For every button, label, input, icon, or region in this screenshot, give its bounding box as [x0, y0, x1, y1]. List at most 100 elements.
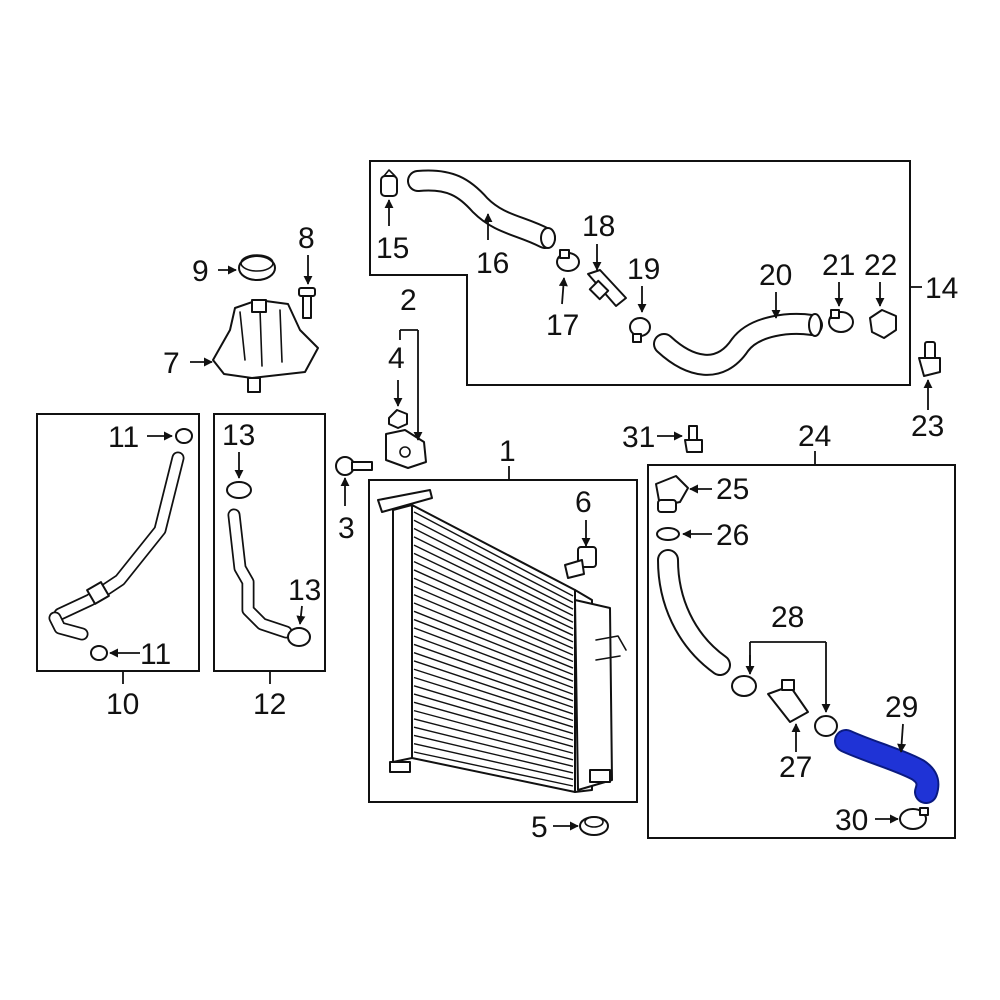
callout-10[interactable]: 10	[106, 688, 139, 721]
callout-24[interactable]: 24	[798, 420, 831, 453]
connector-27[interactable]	[767, 679, 809, 723]
bolt-3[interactable]	[335, 456, 373, 476]
clamp-30[interactable]	[899, 807, 929, 830]
callout-23[interactable]: 23	[911, 410, 944, 443]
upper-radiator-hose-16[interactable]	[407, 169, 556, 249]
callout-5[interactable]: 5	[531, 811, 548, 844]
radiator-hose-20[interactable]	[653, 313, 823, 376]
callout-9[interactable]: 9	[192, 255, 209, 288]
upper-hose-group-box	[369, 160, 911, 386]
radiator-fin-line	[413, 701, 574, 748]
nut-4[interactable]	[388, 409, 408, 429]
callout-16[interactable]: 16	[476, 247, 509, 280]
reservoir-tank-7[interactable]	[212, 299, 319, 393]
radiator-fin-line	[413, 743, 574, 781]
radiator-fin-line	[413, 643, 574, 702]
radiator-fin-line	[413, 536, 574, 617]
callout-29[interactable]: 29	[885, 691, 918, 724]
callout-31[interactable]: 31	[622, 421, 655, 454]
bolt-31[interactable]	[684, 425, 703, 453]
hose-assembly-10[interactable]	[48, 451, 185, 641]
clamp-28-right[interactable]	[814, 715, 838, 737]
callout-27[interactable]: 27	[779, 751, 812, 784]
radiator-fin-line	[413, 726, 574, 768]
radiator-fin-line	[413, 618, 574, 682]
clamp-28-left[interactable]	[731, 675, 757, 697]
radiator-core-fins	[413, 511, 574, 787]
radiator-fin-line	[413, 544, 574, 623]
callout-12[interactable]: 12	[253, 688, 286, 721]
clamp-11-top[interactable]	[175, 428, 193, 444]
radiator-fin-line	[413, 685, 574, 735]
bracket-2[interactable]	[385, 429, 427, 469]
callout-labels: 1 2 3 4 5 6 7 8 9 10 11 11 12 13 13 14 1…	[106, 210, 958, 844]
lower-hose-group-box	[647, 464, 956, 839]
radiator-fin-line	[413, 602, 574, 669]
thermostat-housing-25[interactable]	[655, 475, 689, 513]
callout-30[interactable]: 30	[835, 804, 868, 837]
radiator-fin-line	[413, 693, 574, 741]
callout-4[interactable]: 4	[388, 342, 405, 375]
radiator-fin-line	[413, 577, 574, 650]
radiator-fin-line	[413, 652, 574, 709]
radiator-fin-line	[413, 511, 574, 597]
clamp-26[interactable]	[656, 527, 680, 541]
radiator-fin-line	[413, 635, 574, 695]
radiator-fin-line	[413, 519, 574, 604]
callout-11-bottom[interactable]: 11	[140, 638, 171, 671]
radiator-fin-line	[413, 527, 574, 610]
bleeder-23[interactable]	[918, 341, 941, 377]
cap-9[interactable]	[238, 254, 276, 281]
radiator-1[interactable]	[377, 489, 627, 793]
callout-21[interactable]: 21	[822, 249, 855, 282]
hose-group-10-box	[36, 413, 200, 672]
callout-15[interactable]: 15	[376, 232, 409, 265]
radiator-fin-line	[413, 610, 574, 676]
radiator-fin-line	[413, 709, 574, 754]
clamp-11-bottom[interactable]	[90, 645, 108, 661]
bolt-8[interactable]	[298, 287, 316, 319]
cap-22[interactable]	[869, 309, 897, 339]
callout-6[interactable]: 6	[575, 486, 592, 519]
radiator-group-box	[368, 479, 638, 803]
radiator-fin-line	[413, 594, 574, 663]
callout-18[interactable]: 18	[582, 210, 615, 243]
radiator-fin-line	[413, 561, 574, 636]
radiator-fin-line	[413, 668, 574, 722]
callout-1[interactable]: 1	[499, 435, 516, 468]
callout-19[interactable]: 19	[627, 253, 660, 286]
radiator-fin-line	[413, 734, 574, 774]
callout-26[interactable]: 26	[716, 519, 749, 552]
radiator-fin-line	[413, 660, 574, 715]
clamp-13-bottom[interactable]	[287, 627, 311, 647]
callout-13-top[interactable]: 13	[222, 419, 255, 452]
clamp-15[interactable]	[380, 169, 398, 197]
clamp-13-top[interactable]	[226, 481, 252, 499]
clamp-19[interactable]	[629, 317, 651, 343]
callout-3[interactable]: 3	[338, 512, 355, 545]
callout-22[interactable]: 22	[864, 249, 897, 282]
callout-11-top[interactable]: 11	[108, 421, 139, 454]
hose-connector-18[interactable]	[587, 269, 627, 307]
radiator-fin-line	[413, 627, 574, 689]
callout-28[interactable]: 28	[771, 601, 804, 634]
callout-25[interactable]: 25	[716, 473, 749, 506]
lower-radiator-hose-29-highlighted[interactable]	[834, 729, 940, 804]
clamp-21[interactable]	[828, 309, 854, 333]
callout-13-bottom[interactable]: 13	[288, 574, 321, 607]
callout-14[interactable]: 14	[925, 272, 958, 305]
clamp-17[interactable]	[556, 249, 580, 272]
callout-8[interactable]: 8	[298, 222, 315, 255]
callout-17[interactable]: 17	[546, 309, 579, 342]
radiator-fin-line	[413, 676, 574, 728]
callout-7[interactable]: 7	[163, 347, 180, 380]
callout-20[interactable]: 20	[759, 259, 792, 292]
hose-assembly-12[interactable]	[227, 508, 293, 639]
sensor-6[interactable]	[564, 546, 597, 579]
lower-hose-upper-section[interactable]	[657, 549, 731, 676]
radiator-fin-line	[413, 552, 574, 630]
callout-2[interactable]: 2	[400, 284, 417, 317]
plug-5[interactable]	[579, 816, 609, 836]
leader-lines	[109, 199, 933, 831]
